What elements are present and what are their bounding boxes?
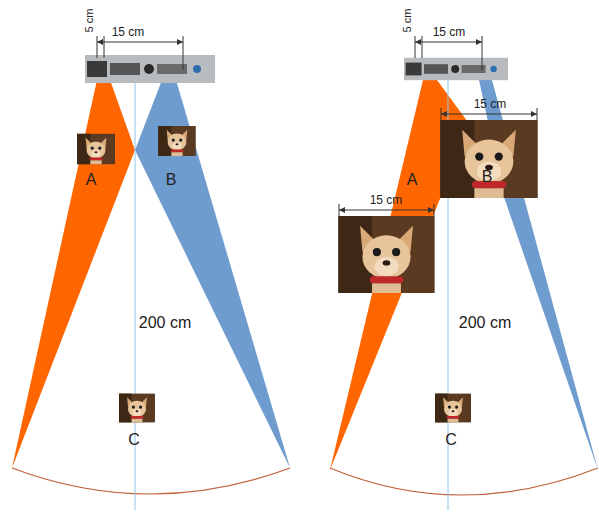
dimension-label: 15 cm	[474, 98, 507, 110]
object-label: A	[407, 172, 418, 188]
object-label: C	[128, 432, 140, 448]
object-label: B	[166, 172, 177, 188]
distance-label: 200 cm	[459, 315, 511, 331]
dimension-label: 5 cm	[85, 8, 96, 32]
distance-label: 200 cm	[139, 315, 191, 331]
dimension-label: 15 cm	[433, 26, 466, 38]
object-label: A	[86, 172, 97, 188]
object-label: C	[445, 432, 457, 448]
dimension-label: 5 cm	[403, 8, 414, 32]
dimension-label: 15 cm	[370, 194, 403, 206]
dimension-label: 15 cm	[112, 26, 145, 38]
object-label: B	[482, 169, 493, 185]
